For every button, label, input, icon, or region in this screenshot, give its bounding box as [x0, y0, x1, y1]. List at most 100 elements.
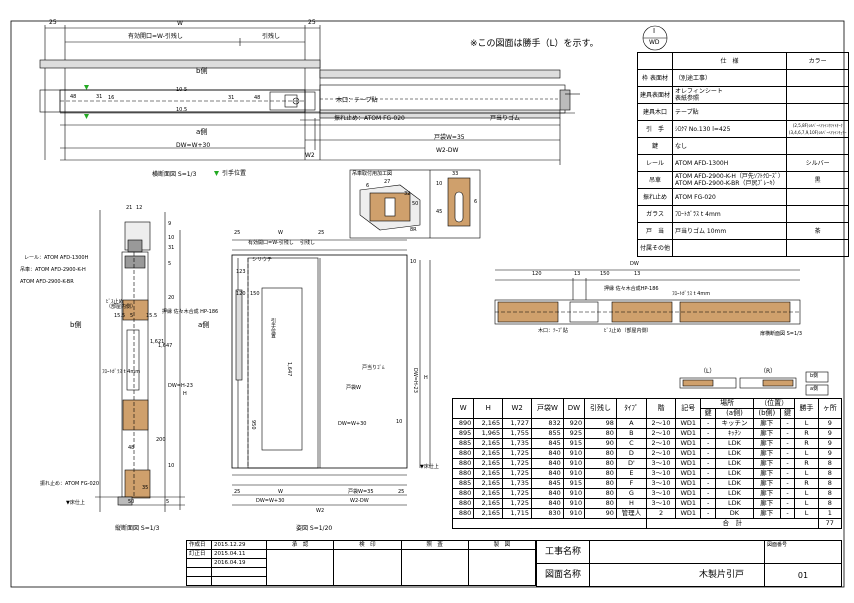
- elev-dim-bw2dw: W2-DW: [350, 498, 369, 504]
- schedule-cell: 910: [562, 448, 586, 459]
- schedule-cell: 2,165: [473, 478, 504, 489]
- schedule-cell: L: [794, 448, 819, 459]
- plan-label-koguchi: 木口：テープ貼: [336, 97, 378, 104]
- spec-color: 茶: [785, 222, 850, 240]
- hsec-label-oshibuchi: 押縁 佐々木合成HP-186: [604, 286, 659, 292]
- elev-dim-25a: 25: [234, 230, 241, 236]
- schedule-cell: L: [794, 418, 819, 429]
- detail-title: 吊車取付用加工図: [352, 171, 393, 177]
- schedule-cell: 80: [584, 498, 617, 509]
- vsec-caption: 縦断面図 S=1/3: [115, 525, 160, 532]
- detail-dim-50: 50: [412, 201, 419, 207]
- mark-bottom: WD: [649, 39, 660, 46]
- schedule-cell: 840: [531, 448, 564, 459]
- vsec-dim-10b: 10: [168, 463, 175, 469]
- schedule-cell: LDK: [714, 488, 754, 499]
- schedule-cell: 2～10: [645, 418, 677, 429]
- schedule-cell: 915: [562, 438, 586, 449]
- hsec-dim-dw: DW: [630, 261, 639, 267]
- vsec-floor: ▼床仕上: [66, 500, 85, 506]
- tb-date-revised1: 2015.04.11: [211, 549, 267, 559]
- elevation: [231, 239, 431, 506]
- schedule-cell: 1: [817, 508, 843, 519]
- schedule-cell: 廊下: [752, 468, 781, 479]
- spec-item: レール: [636, 154, 674, 172]
- schedule-cell: WD1: [675, 458, 702, 469]
- schedule-cell: 8: [817, 478, 843, 489]
- spec-color: 黒: [785, 171, 850, 189]
- spec-value: （別途工事）: [672, 69, 787, 87]
- schedule-cell: L: [794, 508, 819, 519]
- schedule-cell: 885: [451, 438, 475, 449]
- schedule-cell: -: [779, 508, 796, 519]
- schedule-cell: G: [615, 488, 647, 499]
- door-h-section: [494, 269, 801, 325]
- vsec-b-side: b側: [70, 321, 82, 329]
- schedule-cell: -: [700, 478, 716, 489]
- elev-hikinokori: 引残し: [300, 240, 316, 246]
- schedule-cell: H: [615, 498, 647, 509]
- schedule-header: 勝手: [794, 398, 819, 419]
- plan-dim-31a: 31: [96, 94, 103, 100]
- schedule-cell: LDK: [714, 498, 754, 509]
- schedule-cell: 1,725: [502, 488, 533, 499]
- elev-caption: 姿図 S=1/20: [296, 525, 333, 532]
- spec-item: 振れ止め: [636, 188, 674, 206]
- spec-value: ATOM FG-020: [672, 188, 787, 206]
- schedule-cell: LDK: [714, 458, 754, 469]
- detail-dim-8r: 8R: [410, 227, 417, 233]
- hsec-label-glass: ﾌﾛｰﾄｶﾞﾗｽ t 4mm: [672, 291, 711, 297]
- hand-r: （R）: [760, 368, 777, 375]
- vsec-dim-48: 48: [128, 445, 135, 451]
- schedule-cell: 880: [451, 458, 475, 469]
- spec-row: 枠 表面材（別途工事）: [636, 69, 850, 87]
- elev-dim-b25b: 25: [398, 489, 405, 495]
- schedule-cell: 2,165: [473, 418, 504, 429]
- schedule-cell: 915: [562, 478, 586, 489]
- schedule-cell: 2,165: [473, 508, 504, 519]
- schedule-cell: キッチン: [714, 418, 754, 429]
- schedule-cell: 2,165: [473, 438, 504, 449]
- schedule-cell: 廊下: [752, 478, 781, 489]
- schedule-cell: 910: [562, 508, 586, 519]
- elev-opening: 有効開口=W-引残し: [248, 240, 294, 246]
- schedule-header: H: [473, 398, 504, 419]
- schedule-cell: A: [615, 418, 647, 429]
- schedule-header: 引残し: [584, 398, 617, 419]
- elev-dw-h: DW=H-23: [412, 368, 418, 393]
- schedule-cell: -: [700, 428, 716, 439]
- schedule-subheader: (b側): [752, 408, 781, 419]
- schedule-cell: WD1: [675, 448, 702, 459]
- schedule-cell: 1,735: [502, 438, 533, 449]
- plan-dim-48a: 48: [70, 94, 77, 100]
- schedule-cell: 2,165: [473, 498, 504, 509]
- vsec-dim-35: 35: [142, 485, 149, 491]
- detail-dim-6b: 6: [474, 199, 478, 205]
- schedule-cell: -: [700, 468, 716, 479]
- hsec-dim-150: 150: [600, 271, 610, 277]
- hsec-dim-13a: 13: [574, 271, 581, 277]
- schedule-cell: -: [700, 508, 716, 519]
- mark-top: I: [653, 27, 656, 35]
- hsec-caption: 扉横断面図 S=1/3: [760, 331, 803, 337]
- schedule-cell: 80: [584, 488, 617, 499]
- schedule-cell: 1,725: [502, 498, 533, 509]
- vsec-dim-10: 10: [168, 235, 175, 241]
- spec-head-color: カラー: [785, 52, 850, 70]
- vsec-dim-5: 5: [168, 261, 172, 267]
- schedule-cell: 832: [531, 418, 564, 429]
- detail-dim-6: 6: [366, 183, 370, 189]
- drawing-no-label: 図面番号: [764, 540, 842, 564]
- plan-dim-tobukuro: 戸袋W=35: [434, 134, 465, 141]
- drawing-note: ※この図面は勝手（L）を示す。: [470, 39, 599, 49]
- schedule-cell: 880: [451, 508, 475, 519]
- vsec-label-tsurikuruma: 吊車：ATOM AFD-2900-K-H: [20, 267, 86, 273]
- plan-hikinokori-label: 引残し: [262, 33, 281, 40]
- schedule-cell: 1,715: [502, 508, 533, 519]
